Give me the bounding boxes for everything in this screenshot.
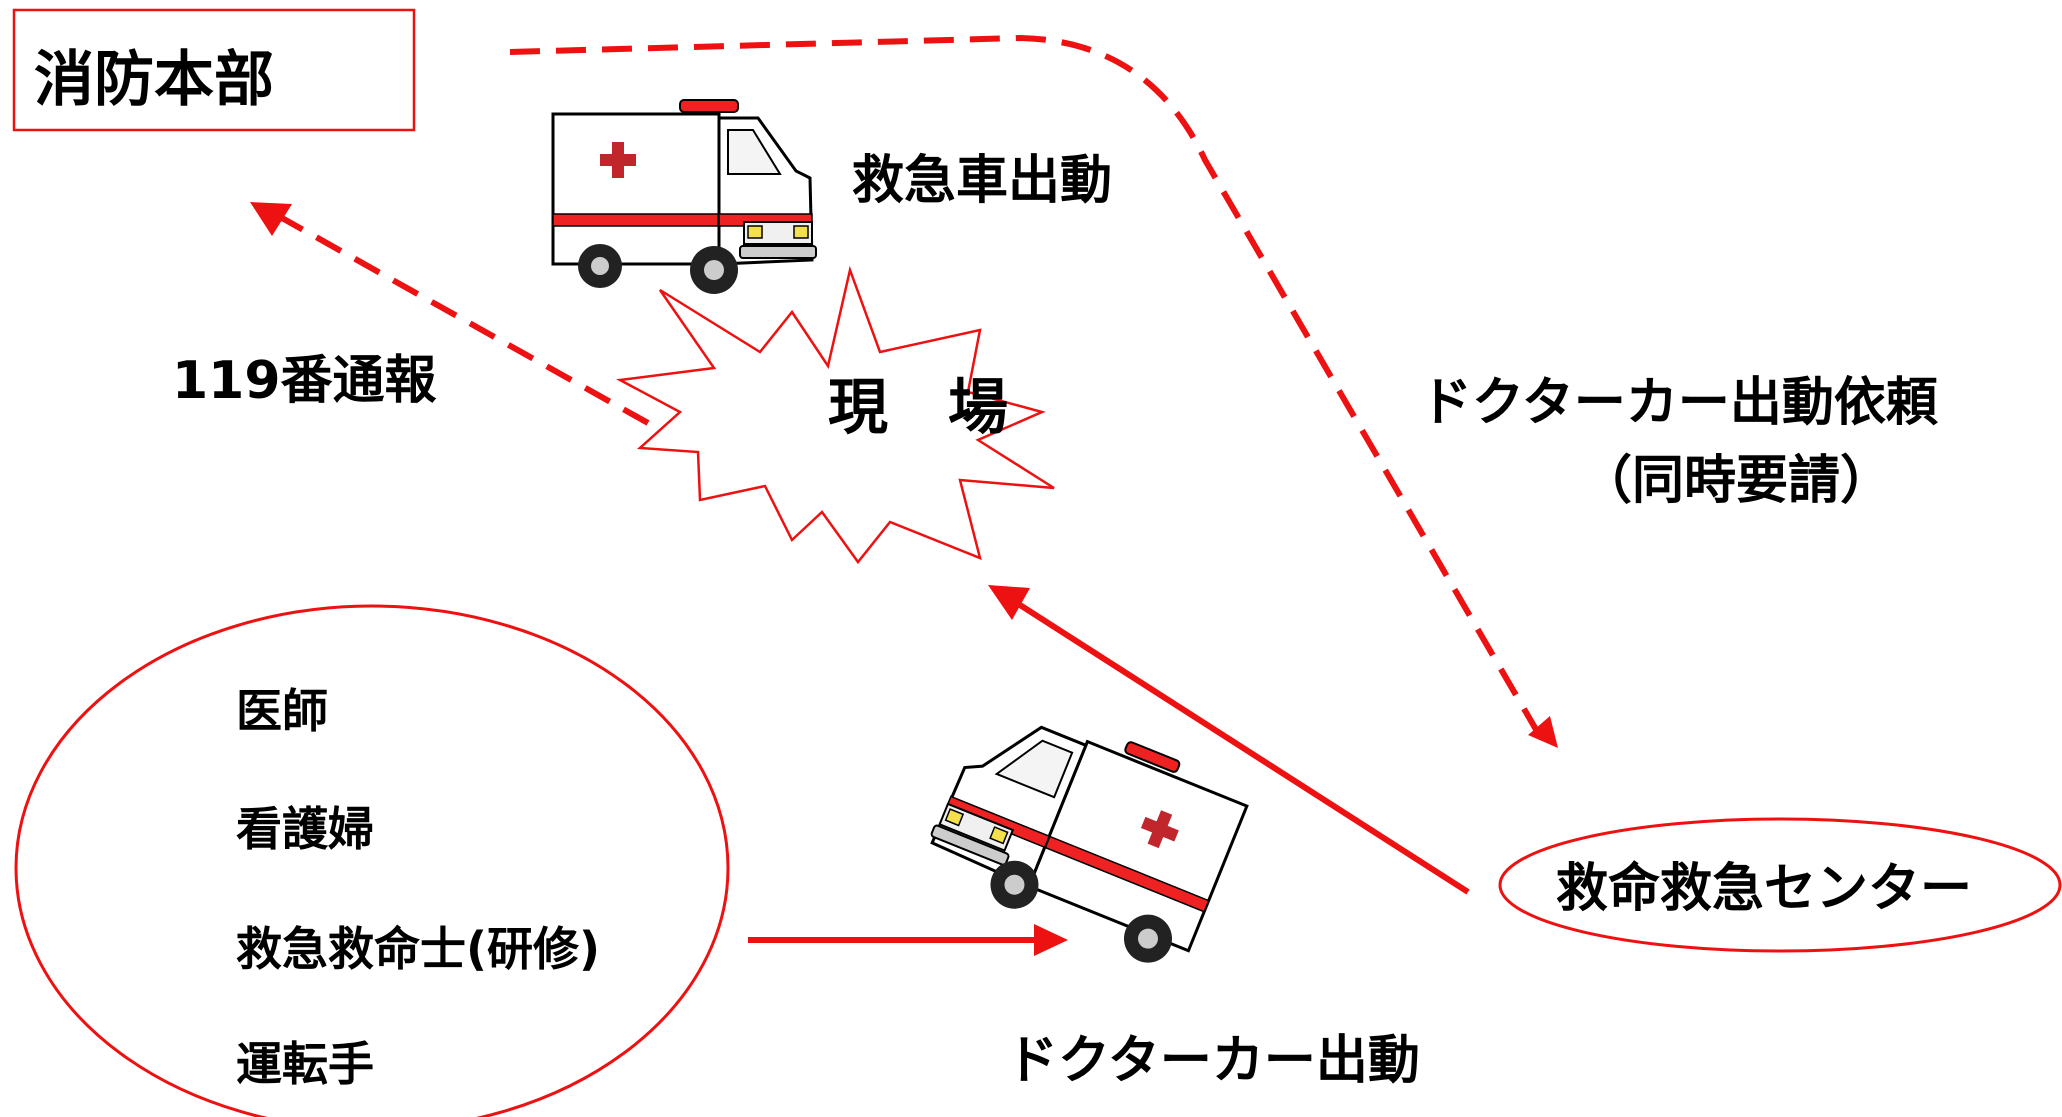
call-119-label: 119番通報 — [172, 351, 437, 411]
crew-item-driver: 運転手 — [236, 1037, 374, 1091]
crew-to-doctor-car-arrowhead — [1034, 924, 1068, 956]
crew-item-doctor: 医師 — [236, 684, 328, 738]
fire-hq-box — [12, 8, 416, 132]
emergency-center-ellipse — [1498, 817, 2062, 953]
scene-label: 現 場 — [828, 373, 1008, 443]
fire-hq-node: 消防本部 — [12, 8, 416, 132]
crew-item-paramedic: 救急救命士(研修) — [236, 922, 600, 976]
crew-ellipse — [14, 604, 730, 1117]
doctor-car-request-sublabel: （同時要請） — [1580, 451, 1892, 511]
emergency-center-node: 救命救急センター — [1498, 817, 2062, 953]
crew-item-nurse: 看護婦 — [236, 802, 374, 856]
call-119-dashed-line — [280, 215, 650, 426]
doctor-car-request-label: ドクターカー出動依頼 — [1420, 373, 1939, 433]
doctor-car-dispatch-label: ドクターカー出動 — [1006, 1031, 1420, 1091]
doctor-car-to-scene-arrowhead — [988, 585, 1030, 620]
call-119-arrowhead — [250, 202, 292, 236]
doctor-car-icon — [930, 725, 1249, 963]
request-arrowhead — [1528, 716, 1558, 748]
crew-group: 医師 看護婦 救急救命士(研修) 運転手 — [14, 604, 730, 1117]
fire-hq-label: 消防本部 — [34, 45, 274, 115]
ambulance-icon — [551, 99, 817, 294]
explosion-burst-icon — [615, 265, 1055, 565]
ambulance-dispatch-label: 救急車出動 — [852, 151, 1112, 211]
emergency-center-label: 救命救急センター — [1556, 859, 1972, 919]
request-dashed-line — [509, 34, 1548, 747]
doctor-car-to-scene-line — [1018, 602, 1470, 895]
scene-node: 現 場 — [615, 265, 1055, 565]
